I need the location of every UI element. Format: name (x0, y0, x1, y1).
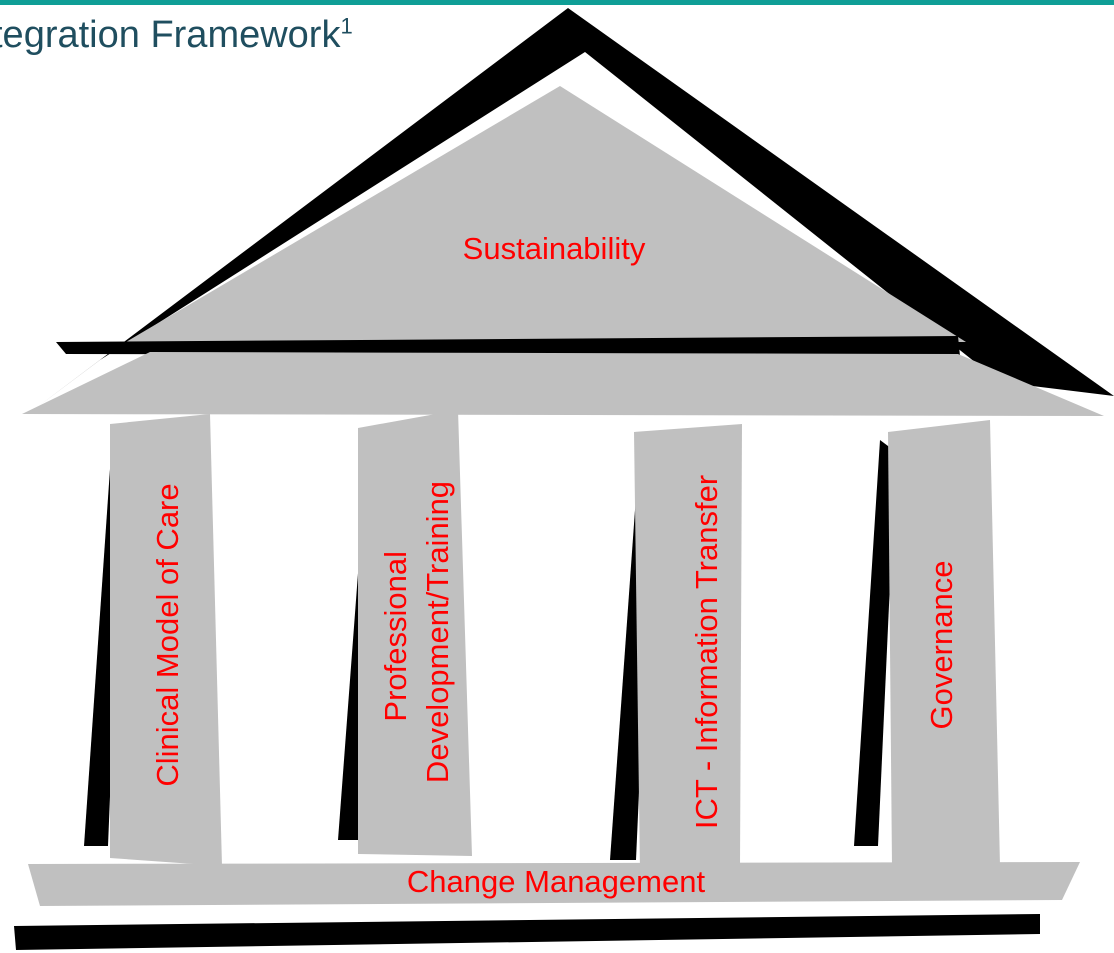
pillar-4: Governance (854, 420, 1000, 866)
roof-pediment (126, 86, 966, 342)
pillar-4-column (888, 420, 1000, 866)
pillar-2-label-line-1: Professional (378, 551, 413, 722)
pillar-1-label-line-1: Clinical Model of Care (150, 483, 185, 786)
base-platform (28, 862, 1080, 906)
pillar-1-label: Clinical Model of Care (150, 483, 185, 786)
pillar-4-shadow (854, 440, 896, 846)
top-accent-bar (0, 0, 1114, 5)
pillar-2-label-line-2: Development/Training (420, 481, 455, 783)
pillar-2: Professional Development/Training (338, 410, 472, 856)
roof-shadow (40, 8, 1114, 405)
title-text: tegration Framework (0, 14, 341, 56)
page-title: tegration Framework1 (0, 14, 353, 57)
roof-beam-shadow (56, 336, 960, 356)
roof-label: Sustainability (463, 231, 646, 266)
pillar-2-label: Professional Development/Training (378, 481, 455, 783)
pillar-3-label-line-1: ICT - Information Transfer (689, 475, 724, 829)
pillar-3-column (634, 424, 742, 872)
pillar-2-column (358, 410, 472, 856)
base-label: Change Management (407, 864, 706, 899)
pillar-1: Clinical Model of Care (84, 414, 222, 866)
base: Change Management (14, 862, 1080, 950)
pillar-3-label: ICT - Information Transfer (689, 475, 724, 829)
roof-eave (22, 352, 1104, 416)
title-footnote-marker: 1 (340, 13, 353, 39)
pillar-3: ICT - Information Transfer (610, 424, 742, 872)
pillar-4-label-line-1: Governance (924, 561, 959, 730)
base-shadow (14, 914, 1040, 950)
pillar-4-label: Governance (924, 561, 959, 730)
pillar-1-column (110, 414, 222, 866)
roof: Sustainability (22, 8, 1114, 416)
